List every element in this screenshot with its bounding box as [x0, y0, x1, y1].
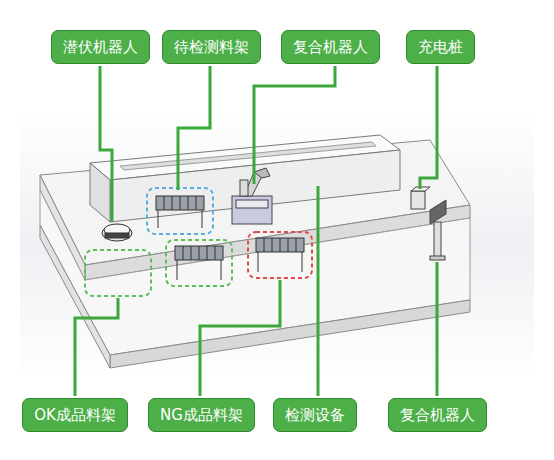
callout-label: 充电桩: [406, 30, 475, 64]
leader-line: [75, 66, 437, 396]
callout-text: NG成品料架: [160, 408, 243, 423]
callout-label: 待检测料架: [162, 30, 261, 64]
callout-text: 潜伏机器人: [63, 40, 138, 55]
callout-text: 检测设备: [285, 408, 345, 423]
callout-label: 复合机器人: [281, 30, 380, 64]
callout-text: 待检测料架: [174, 40, 249, 55]
callout-text: 复合机器人: [400, 408, 475, 423]
callout-text: 充电桩: [418, 40, 463, 55]
callout-label: 检测设备: [273, 398, 357, 432]
callout-label: 复合机器人: [388, 398, 487, 432]
callout-label: OK成品料架: [22, 398, 128, 432]
callout-text: OK成品料架: [34, 408, 116, 423]
callout-label: NG成品料架: [148, 398, 255, 432]
callout-label: 潜伏机器人: [51, 30, 150, 64]
callout-text: 复合机器人: [293, 40, 368, 55]
